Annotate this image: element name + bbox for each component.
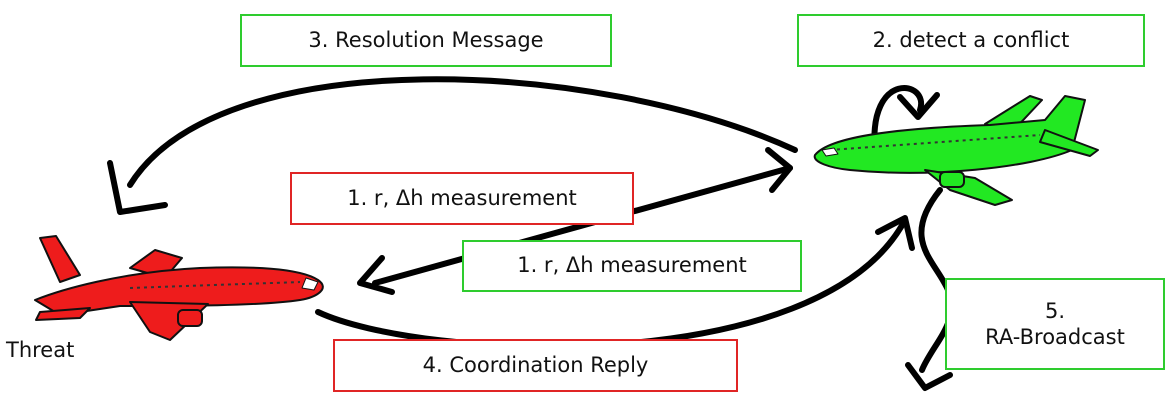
ra-broadcast-arrowhead xyxy=(905,362,953,391)
green-airplane-icon xyxy=(813,95,1099,206)
measurement-label-red: 1. r, Δh measurement xyxy=(290,172,634,225)
ra-broadcast-text: RA-Broadcast xyxy=(985,325,1125,349)
ra-broadcast-label: 5. RA-Broadcast xyxy=(945,278,1165,370)
resolution-message-arrowhead xyxy=(107,160,168,215)
measurement-arrowhead-right xyxy=(765,147,793,193)
resolution-message-label: 3. Resolution Message xyxy=(240,14,612,67)
ra-broadcast-number: 5. xyxy=(1044,298,1066,323)
resolution-message-arrow xyxy=(127,76,798,188)
detect-conflict-arrowhead xyxy=(897,92,940,120)
red-airplane-icon xyxy=(34,235,324,341)
threat-label: Threat xyxy=(6,338,75,362)
detect-conflict-label: 2. detect a conflict xyxy=(797,14,1145,67)
coordination-reply-arrowhead xyxy=(875,215,915,251)
measurement-label-green: 1. r, Δh measurement xyxy=(462,240,802,292)
detect-conflict-loop xyxy=(871,84,925,153)
coordination-reply-label: 4. Coordination Reply xyxy=(333,339,738,392)
measurement-arrowhead-left xyxy=(357,255,395,295)
measurement-arrow-line xyxy=(372,165,793,286)
